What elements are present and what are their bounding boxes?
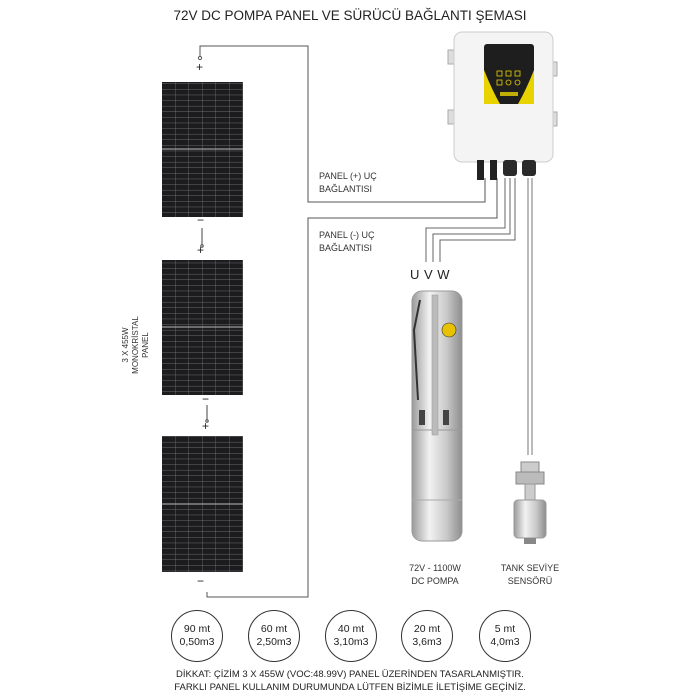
flow-value: 3,10m3: [333, 636, 369, 648]
warning-line1: DİKKAT: ÇİZİM 3 X 455W (VOC:48.99V) PANE…: [176, 669, 524, 680]
sensor-label-line1: TANK SEVİYE: [500, 563, 560, 573]
series-links: [200, 228, 209, 423]
warning-note: DİKKAT: ÇİZİM 3 X 455W (VOC:48.99V) PANE…: [0, 668, 700, 694]
phase-label: U V W: [410, 267, 450, 282]
negative-wire: [206, 178, 498, 598]
page-title: 72V DC POMPA PANEL VE SÜRÜCÜ BAĞLANTI ŞE…: [173, 8, 527, 23]
minus-sign: −: [197, 574, 205, 588]
pump-type: DC POMPA: [411, 576, 459, 586]
solar-panel-1: [162, 82, 243, 217]
pump-phase-wires: [425, 178, 516, 262]
submersible-pump: [411, 290, 463, 542]
sensor-wire: [527, 178, 533, 455]
flow-value: 0,50m3: [179, 636, 215, 648]
minus-sign: −: [202, 392, 210, 406]
negative-connection-label: PANEL (-) UÇ BAĞLANTISI: [319, 229, 375, 255]
panel-type-label: MONOKRİSTAL PANEL: [131, 316, 150, 374]
head-value: 20 mt: [413, 623, 441, 635]
panel-array-label: 3 X 455W MONOKRİSTAL PANEL: [121, 305, 151, 385]
solar-panel-2: [162, 260, 243, 395]
minus-sign: −: [197, 213, 205, 227]
head-value: 40 mt: [337, 623, 365, 635]
warning-line2: FARKLI PANEL KULLANIM DURUMUNDA LÜTFEN B…: [174, 682, 526, 693]
negative-label-line1: PANEL (-) UÇ: [319, 230, 375, 240]
flow-value: 2,50m3: [256, 636, 292, 648]
plus-sign: +: [197, 243, 205, 257]
plus-sign: +: [202, 419, 210, 433]
flow-value: 4,0m3: [490, 636, 520, 648]
positive-connection-label: PANEL (+) UÇ BAĞLANTISI: [319, 170, 377, 196]
flow-value: 3,6m3: [412, 636, 442, 648]
positive-label-line2: BAĞLANTISI: [319, 184, 373, 194]
positive-label-line1: PANEL (+) UÇ: [319, 171, 377, 181]
positive-wire: [197, 45, 486, 203]
sensor-label: TANK SEVİYE SENSÖRÜ: [490, 562, 570, 588]
plus-sign: +: [196, 60, 204, 74]
head-value: 90 mt: [183, 623, 211, 635]
panel-count-label: 3 X 455W: [121, 327, 130, 363]
pump-label: 72V - 1100W DC POMPA: [395, 562, 475, 588]
pump-spec: 72V - 1100W: [409, 563, 461, 573]
solar-panel-3: [162, 436, 243, 572]
head-value: 60 mt: [260, 623, 288, 635]
sensor-label-line2: SENSÖRÜ: [507, 576, 553, 586]
negative-label-line2: BAĞLANTISI: [319, 243, 373, 253]
head-value: 5 mt: [494, 623, 516, 635]
tank-level-sensor: [513, 461, 547, 544]
pump-controller: [447, 31, 558, 180]
